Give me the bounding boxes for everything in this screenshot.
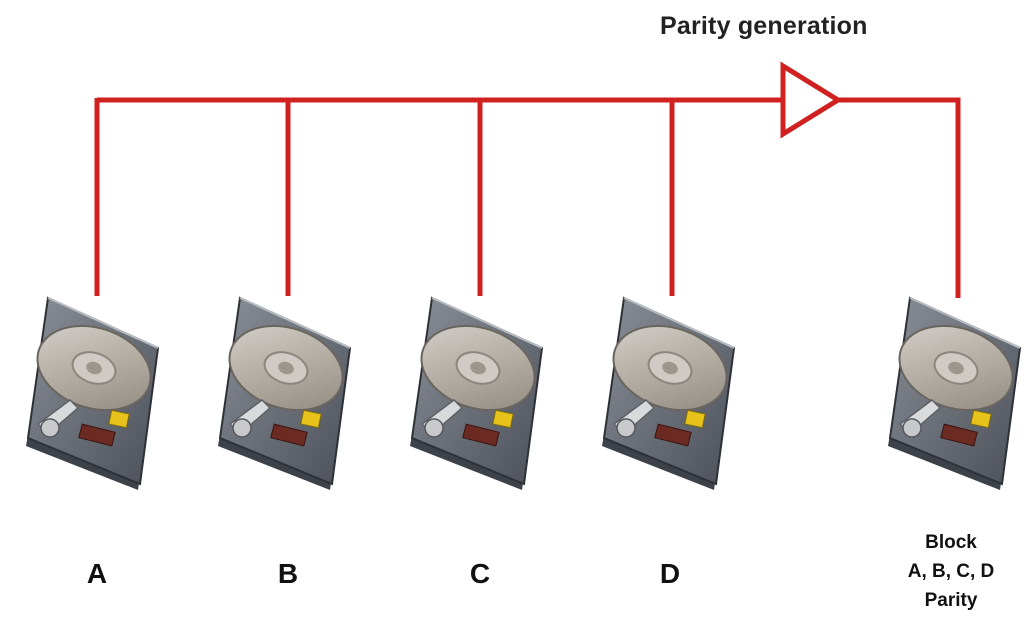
bus-output-line xyxy=(838,97,961,298)
hard-drive-icon xyxy=(25,297,163,491)
parity-bus xyxy=(94,97,961,298)
disk-label-b: B xyxy=(277,558,299,589)
parity-label-line: Parity xyxy=(924,590,978,611)
disk-label-d: D xyxy=(659,558,681,589)
diagram-title: Parity generation xyxy=(660,12,868,40)
disk-label-a: A xyxy=(86,558,108,589)
hard-drive-icon xyxy=(217,297,355,491)
hard-drive-icon xyxy=(887,297,1025,491)
parity-disk-label: Block A, B, C, D Parity xyxy=(866,528,1034,615)
parity-label-line: A, B, C, D xyxy=(907,561,995,582)
parity-label-line: Block xyxy=(925,532,977,553)
parity-generator-triangle-icon xyxy=(780,61,843,139)
hard-drive-icon xyxy=(409,297,547,491)
hard-drive-icon xyxy=(601,297,739,491)
disk-label-c: C xyxy=(469,558,491,589)
